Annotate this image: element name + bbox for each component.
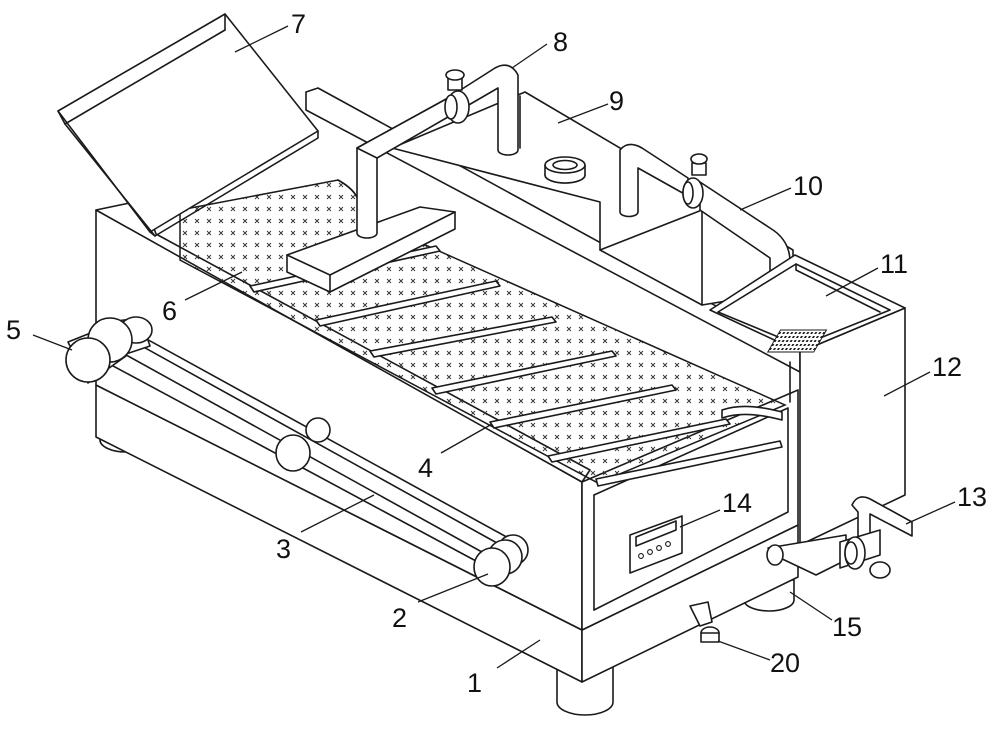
label-12: 12 [932, 352, 962, 382]
callouts: 1 2 3 4 5 6 7 8 9 10 11 12 13 14 15 20 [6, 9, 987, 698]
label-10: 10 [793, 171, 823, 201]
label-9: 9 [609, 86, 624, 116]
label-13: 13 [957, 482, 987, 512]
spray-head [286, 206, 456, 293]
label-15: 15 [832, 612, 862, 642]
label-1: 1 [467, 668, 482, 698]
drain-valve-20 [689, 601, 720, 643]
label-4: 4 [418, 453, 433, 483]
label-14: 14 [722, 488, 752, 518]
label-5: 5 [6, 315, 21, 345]
label-7: 7 [291, 9, 306, 39]
pipe-8 [356, 64, 519, 239]
label-8: 8 [553, 27, 568, 57]
collection-tank-12 [709, 254, 906, 546]
label-20: 20 [770, 648, 800, 678]
label-6: 6 [162, 296, 177, 326]
control-panel-14 [629, 515, 683, 574]
label-11: 11 [880, 249, 908, 279]
label-2: 2 [392, 603, 407, 633]
outlet-pipe-13 [766, 496, 913, 579]
feed-plate-7 [57, 13, 319, 237]
label-3: 3 [276, 534, 291, 564]
